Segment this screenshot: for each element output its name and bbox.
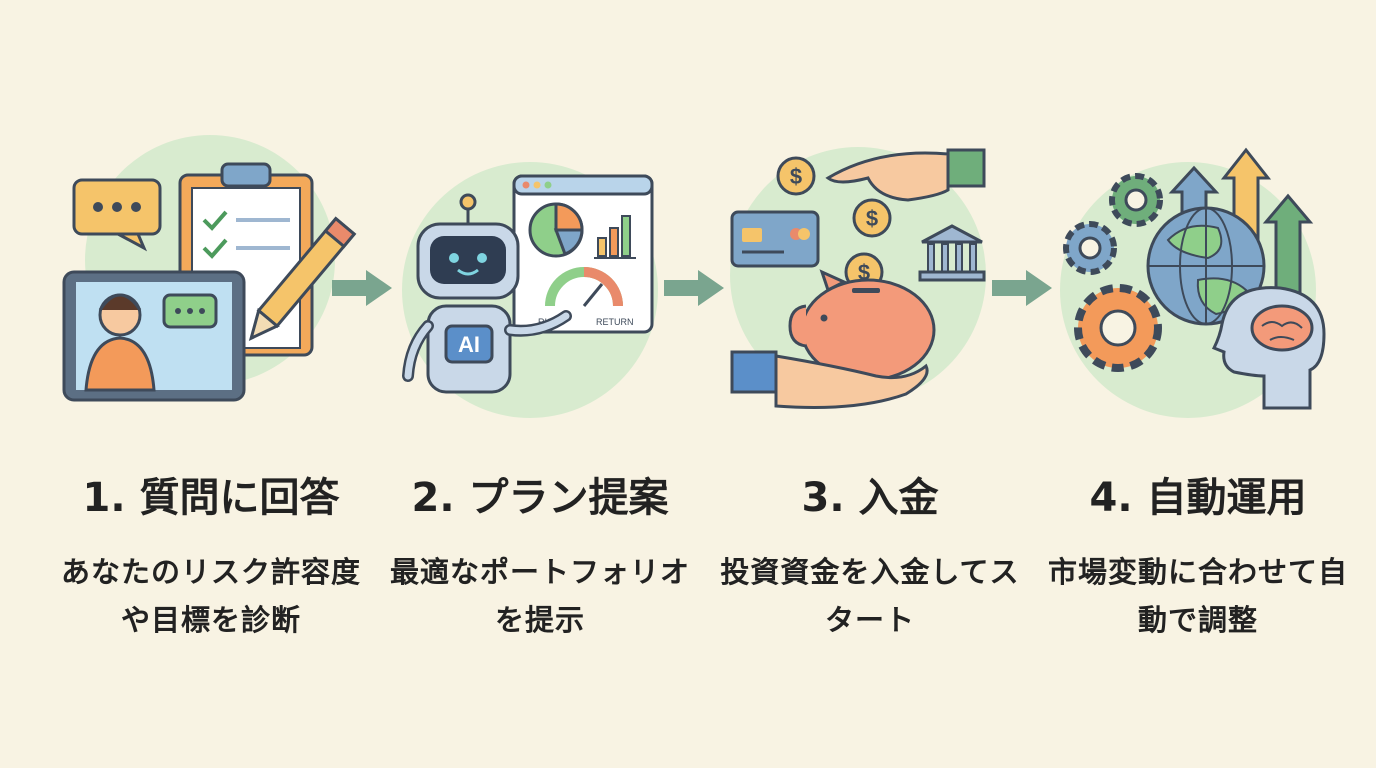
step-2-illustration: RISK RETURN AI bbox=[390, 130, 690, 430]
svg-text:$: $ bbox=[866, 206, 878, 231]
step-1-illustration bbox=[60, 130, 360, 430]
arrow-right-icon bbox=[990, 268, 1054, 308]
arrow-right-icon bbox=[330, 268, 394, 308]
step-4-illustration bbox=[1048, 130, 1348, 430]
step-3-title: 3. 入金 bbox=[801, 475, 939, 521]
holding-hand-icon bbox=[730, 350, 929, 409]
globe-icon bbox=[1146, 206, 1266, 326]
pencil-icon bbox=[248, 216, 357, 341]
arrow-right-icon bbox=[662, 268, 726, 308]
gear-icon bbox=[1063, 173, 1163, 372]
chat-bubble-icon bbox=[72, 178, 162, 252]
svg-text:$: $ bbox=[790, 164, 802, 189]
coin-icon: $ bbox=[776, 156, 816, 196]
bank-icon bbox=[918, 224, 986, 282]
bar-chart-icon bbox=[594, 215, 636, 259]
pie-chart-icon bbox=[528, 202, 584, 258]
step-3-description: 投資資金を入金してスタート bbox=[720, 555, 1020, 637]
robot-ai-badge: AI bbox=[458, 332, 480, 357]
step-2-title: 2. プラン提案 bbox=[411, 475, 669, 521]
step-4-description: 市場変動に合わせて自動で調整 bbox=[1048, 555, 1349, 637]
tablet-video-call-icon bbox=[62, 270, 246, 402]
hand-dropping-coin-icon: $ bbox=[825, 148, 986, 238]
ai-head-brain-icon bbox=[1211, 286, 1326, 410]
step-1-title: 1. 質問に回答 bbox=[82, 475, 340, 521]
robot-icon: AI bbox=[402, 193, 572, 394]
step-2-description: 最適なポートフォリオを提示 bbox=[390, 555, 691, 637]
step-3-illustration: $ $ $ bbox=[718, 130, 1018, 430]
credit-card-icon bbox=[730, 210, 820, 268]
step-1-description: あなたのリスク許容度や目標を診断 bbox=[61, 555, 362, 637]
step-4-title: 4. 自動運用 bbox=[1089, 475, 1307, 521]
gauge-return-label: RETURN bbox=[596, 317, 634, 327]
piggy-bank-icon: $ bbox=[788, 252, 936, 382]
dashboard-window-icon: RISK RETURN bbox=[512, 174, 654, 334]
